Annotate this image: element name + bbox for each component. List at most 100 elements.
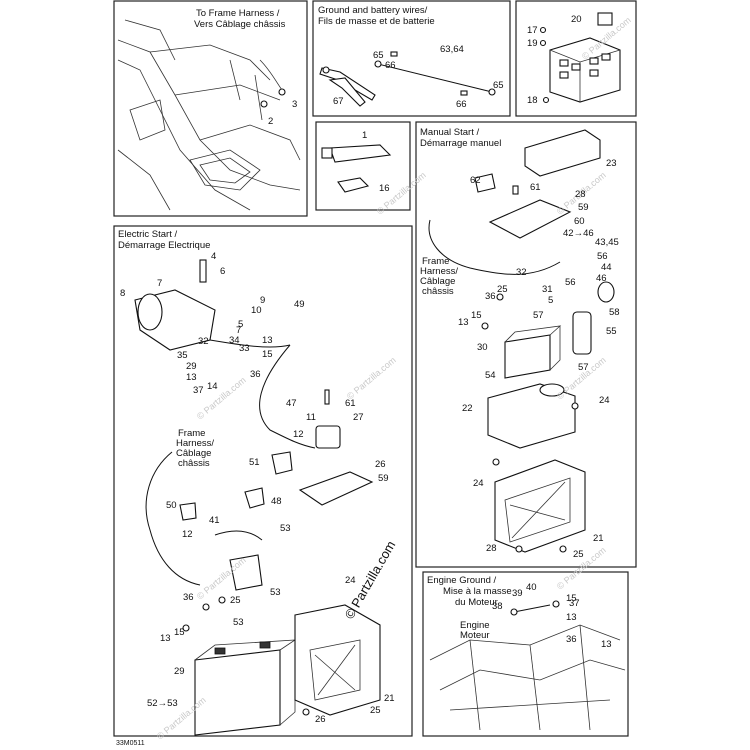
part-label: 4: [211, 251, 216, 262]
part-label: 26: [375, 459, 386, 470]
part-label: 3: [292, 99, 297, 110]
part-label: 66: [385, 60, 396, 71]
engine-label-2: Moteur: [460, 630, 490, 641]
part-label: 10: [251, 305, 262, 316]
part-label: 66: [456, 99, 467, 110]
frame-harness-left-2: Harness/: [176, 438, 214, 449]
frame-harness-right-4: châssis: [422, 286, 454, 297]
engine-ground-title-1: Engine Ground /: [427, 575, 497, 586]
part-label: 8: [120, 288, 125, 299]
part-label: 48: [271, 496, 282, 507]
part-label: 61: [345, 398, 356, 409]
part-label: 36: [566, 634, 577, 645]
part-label: 37: [569, 598, 580, 609]
part-label: 65: [373, 50, 384, 61]
part-label: 2: [268, 116, 273, 127]
part-label: 22: [462, 403, 473, 414]
part-label: 25: [573, 549, 584, 560]
part-label: 35: [177, 350, 188, 361]
frame-harness-right-2: Harness/: [420, 266, 458, 277]
frame-harness-title-1: To Frame Harness /: [196, 8, 280, 19]
part-label: 40: [526, 582, 537, 593]
part-label: 11: [306, 412, 316, 423]
part-label: 15: [262, 349, 273, 360]
ground-title-2: Fils de masse et de batterie: [318, 16, 435, 27]
part-label: 17: [527, 25, 538, 36]
diagram-code: 33M0511: [116, 740, 145, 747]
part-label: 25: [230, 595, 241, 606]
part-label: 44: [601, 262, 612, 273]
part-label: 34: [229, 335, 240, 346]
electric-start-title-1: Electric Start /: [118, 229, 177, 240]
part-label: 29: [174, 666, 185, 677]
part-label: 13: [186, 372, 197, 383]
part-label: 39: [512, 588, 523, 599]
part-label: 46: [596, 273, 607, 284]
part-label: 13: [160, 633, 171, 644]
frame-harness-left-4: châssis: [178, 458, 210, 469]
part-label: 15: [566, 593, 577, 604]
part-label: 25: [497, 284, 508, 295]
part-label: 47: [286, 398, 297, 409]
part-label: 53: [270, 587, 281, 598]
part-label: 36: [485, 291, 496, 302]
part-label: 24: [473, 478, 484, 489]
part-label: 12: [293, 429, 304, 440]
part-label: 61: [530, 182, 541, 193]
part-label: 26: [315, 714, 326, 725]
part-label: 32: [198, 336, 209, 347]
electric-start-title-2: Démarrage Electrique: [118, 240, 210, 251]
panel-engine-ground: [422, 571, 629, 737]
part-label: 53: [280, 523, 291, 534]
part-label: 13: [458, 317, 469, 328]
part-label: 60: [574, 216, 585, 227]
part-label: 9: [260, 295, 265, 306]
part-label: 14: [207, 381, 218, 392]
part-label: 33: [239, 343, 250, 354]
panel-ground-wires: [312, 0, 511, 117]
part-label: 55: [606, 326, 617, 337]
frame-sketch: [117, 19, 301, 211]
engine-ground-title-2: Mise à la masse: [443, 586, 512, 597]
panel-consumables: [315, 121, 411, 211]
part-label: 43,45: [595, 237, 619, 248]
part-label: 36: [183, 592, 194, 603]
part-label: 58: [609, 307, 620, 318]
part-label: 7: [157, 278, 162, 289]
part-label: 28: [486, 543, 497, 554]
part-label: 36: [250, 369, 261, 380]
part-label: 67: [333, 96, 344, 107]
part-label: 56: [597, 251, 608, 262]
manual-start-title-2: Démarrage manuel: [420, 138, 501, 149]
part-label: 53: [233, 617, 244, 628]
manual-start-drawing: [428, 129, 615, 553]
part-label: 52→53: [147, 698, 178, 709]
part-label: 15: [471, 310, 482, 321]
part-label: 65: [493, 80, 504, 91]
frame-harness-right-1: Frame: [422, 256, 449, 267]
part-label: 41: [209, 515, 220, 526]
part-label: 50: [166, 500, 177, 511]
part-label: 21: [384, 693, 395, 704]
part-label: 37: [193, 385, 204, 396]
ground-wires-drawing: [319, 51, 496, 107]
engine-ground-title-3: du Moteur: [455, 597, 498, 608]
part-label: 13: [601, 639, 612, 650]
engine-ground-drawing: [429, 600, 626, 731]
part-label: 25: [370, 705, 381, 716]
part-label: 28: [575, 189, 586, 200]
part-label: 13: [262, 335, 273, 346]
part-label: 16: [379, 183, 390, 194]
frame-harness-left-3: Câblage: [176, 448, 211, 459]
part-label: 24: [345, 575, 356, 586]
part-label: 57: [533, 310, 544, 321]
part-label: 56: [565, 277, 576, 288]
frame-harness-title-2: Vers Câblage châssis: [194, 19, 286, 30]
part-label: 12: [182, 529, 193, 540]
part-label: 49: [294, 299, 305, 310]
part-label: 20: [571, 14, 582, 25]
part-label: 57: [578, 362, 589, 373]
part-label: 21: [593, 533, 604, 544]
manual-start-title-1: Manual Start /: [420, 127, 479, 138]
